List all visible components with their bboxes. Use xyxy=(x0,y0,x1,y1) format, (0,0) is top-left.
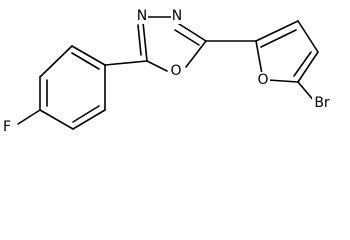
bond-n1-c2-double xyxy=(137,24,142,56)
atom-label-f: F xyxy=(3,119,11,135)
bond-n1-c2 xyxy=(142,21,148,62)
bond-n2-c5-double xyxy=(174,29,200,46)
atom-label-o-ring: O xyxy=(170,63,181,79)
atom-label-br: Br xyxy=(314,95,330,111)
atom-label-n2: N xyxy=(172,8,182,24)
molecule-structure-diagram: N N O O Br F xyxy=(2,8,330,135)
bond-furan-c3-c4 xyxy=(297,20,319,53)
atom-label-o-furan: O xyxy=(257,72,268,88)
bond-furan-c5-o xyxy=(267,79,299,83)
bond-n2-c5 xyxy=(175,21,207,42)
bond-c2-phenyl xyxy=(104,60,148,66)
bond-furan-o-c2 xyxy=(255,40,263,75)
bond-phenyl-1 xyxy=(71,45,106,66)
bond-furan-c4-c5 xyxy=(297,51,319,83)
bond-phenyl-2 xyxy=(39,45,73,78)
bond-furan-c2-c3 xyxy=(255,20,299,42)
bond-furan-c4-c5-double xyxy=(293,51,312,77)
bond-c5-o-ring xyxy=(185,40,207,68)
bond-phenyl-5 xyxy=(72,109,106,130)
atom-label-n1: N xyxy=(137,8,147,24)
bond-phenyl-4 xyxy=(39,109,74,130)
bond-phenyl-1-inner xyxy=(71,52,100,70)
bond-phenyl-fluorine xyxy=(17,109,41,125)
bond-furan-c2-c3-double xyxy=(260,29,297,48)
bond-o-ring-c2 xyxy=(146,60,168,72)
bond-phenyl-5-inner xyxy=(72,105,100,123)
